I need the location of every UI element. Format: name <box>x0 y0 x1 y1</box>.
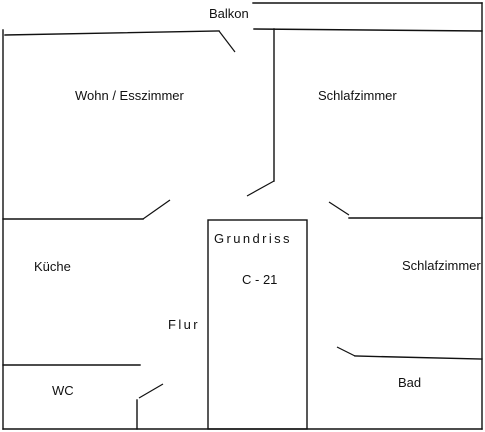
label-schlafzimmer-2: Schlafzimmer <box>402 258 481 273</box>
kitchen-door-leaf <box>142 199 171 220</box>
kitchen-walls <box>2 199 171 220</box>
bedroom-2-door-leaf <box>328 201 350 216</box>
balcony-door-leaf <box>218 30 236 53</box>
label-bad: Bad <box>398 375 421 390</box>
bathroom-walls <box>336 346 483 360</box>
bedroom-2-walls <box>328 201 483 219</box>
wc-walls <box>2 364 164 430</box>
label-flur: Flur <box>168 317 200 332</box>
label-grundriss: Grundriss <box>214 231 292 246</box>
living-room-top-wall <box>4 30 220 36</box>
bathroom-top-wall <box>354 355 483 360</box>
label-schlafzimmer-1: Schlafzimmer <box>318 88 397 103</box>
living-bedroom-partition <box>246 28 275 197</box>
label-code: C - 21 <box>242 272 277 287</box>
bedroom-top-wall <box>253 28 483 32</box>
top-walls <box>4 28 483 53</box>
bathroom-door-leaf <box>336 346 356 357</box>
label-wc: WC <box>52 383 74 398</box>
wc-door-leaf <box>138 383 164 399</box>
central-core <box>207 219 308 430</box>
central-core-outline <box>207 219 308 430</box>
bedroom-door-leaf <box>246 180 275 197</box>
label-wohn-esszimmer: Wohn / Esszimmer <box>75 88 185 103</box>
label-kueche: Küche <box>34 259 71 274</box>
label-balkon: Balkon <box>209 6 249 21</box>
